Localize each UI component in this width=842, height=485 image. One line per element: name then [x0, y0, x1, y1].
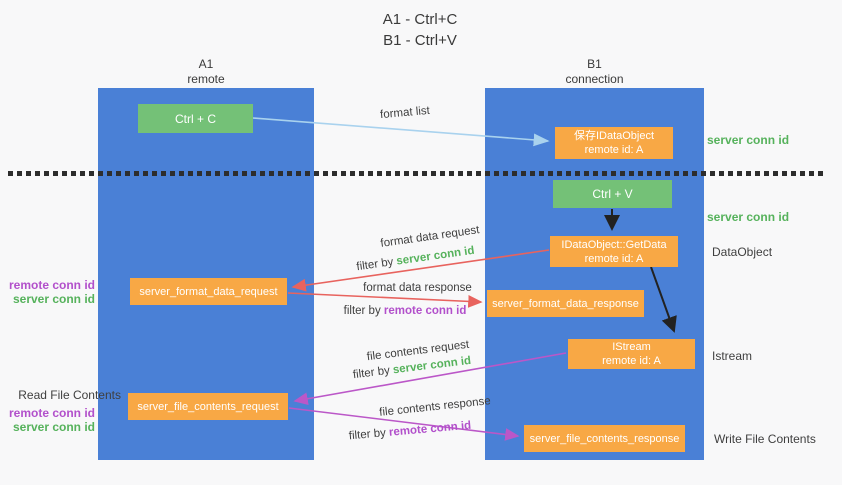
filter-remote-conn-id: remote conn id: [383, 305, 467, 317]
node-idataobject-getdata-line1: IDataObject::GetData: [561, 238, 667, 251]
arrow-format-data-response: [287, 292, 483, 308]
label-remote-conn-id-file: remote conn id: [8, 406, 95, 420]
diagram-title: A1 - Ctrl+C B1 - Ctrl+V: [270, 9, 570, 51]
node-server-file-contents-request: server_file_contents_request: [128, 393, 288, 420]
edge-label-format-list: format list: [379, 104, 431, 122]
node-ctrl-c-label: Ctrl + C: [174, 111, 216, 126]
node-server-file-contents-response-label: server_file_contents_response: [529, 432, 680, 445]
column-a1-name: A1: [198, 57, 214, 71]
filter-by-text: filter by: [352, 364, 391, 382]
edge-label-format-data-response: format data response: [363, 282, 472, 294]
column-b1-name: B1: [587, 57, 602, 71]
node-server-format-data-response-label: server_format_data_response: [492, 297, 639, 310]
label-server-conn-id-file: server conn id: [12, 420, 95, 434]
node-idataobject-getdata-line2: remote id: A: [584, 252, 644, 265]
session-divider-dotted-line: [8, 171, 824, 176]
title-line-b1: B1 - Ctrl+V: [383, 32, 457, 49]
label-istream: Istream: [712, 349, 753, 363]
label-pair-format: remote conn id server conn id: [5, 278, 95, 306]
node-idataobject-getdata: IDataObject::GetData remote id: A: [550, 236, 678, 267]
node-server-format-data-request: server_format_data_request: [130, 278, 287, 305]
title-line-a1: A1 - Ctrl+C: [382, 11, 458, 28]
filter-by-text: filter by: [343, 305, 381, 317]
node-save-idataobject: 保存IDataObject remote id: A: [555, 127, 673, 159]
column-b1-role: connection: [565, 72, 624, 86]
node-ctrl-v: Ctrl + V: [553, 180, 672, 208]
node-save-idataobject-line2: remote id: A: [584, 144, 644, 156]
filter-remote-conn-id: remote conn id: [388, 419, 472, 439]
node-save-idataobject-line1: 保存IDataObject: [573, 130, 655, 142]
node-server-file-contents-response: server_file_contents_response: [524, 425, 685, 452]
node-ctrl-c: Ctrl + C: [138, 104, 253, 133]
label-write-file-contents: Write File Contents: [714, 432, 816, 446]
filter-by-text: filter by: [348, 427, 387, 443]
column-header-b1: B1 connection: [485, 57, 704, 87]
label-server-conn-id-top: server conn id: [707, 133, 790, 147]
label-dataobject: DataObject: [712, 245, 773, 259]
label-server-conn-id-mid: server conn id: [707, 210, 790, 224]
filter-by-text: filter by: [355, 256, 395, 274]
node-istream-line2: remote id: A: [602, 355, 661, 367]
label-server-conn-id-format: server conn id: [12, 292, 95, 306]
label-remote-conn-id-format: remote conn id: [8, 278, 95, 292]
column-header-a1: A1 remote: [98, 57, 314, 87]
filter-server-conn-id: server conn id: [395, 244, 476, 268]
edge-label-filter-format-response: filter by remote conn id: [325, 305, 485, 317]
label-pair-file: remote conn id server conn id: [5, 406, 95, 434]
node-server-format-data-request-label: server_format_data_request: [139, 285, 278, 298]
label-read-file-contents: Read File Contents: [18, 388, 121, 402]
node-server-format-data-response: server_format_data_response: [487, 290, 644, 317]
node-istream-line1: IStream: [612, 341, 651, 353]
node-ctrl-v-label: Ctrl + V: [592, 187, 633, 201]
column-a1-role: remote: [187, 72, 225, 86]
node-server-file-contents-request-label: server_file_contents_request: [137, 400, 279, 413]
node-istream: IStream remote id: A: [568, 339, 695, 369]
